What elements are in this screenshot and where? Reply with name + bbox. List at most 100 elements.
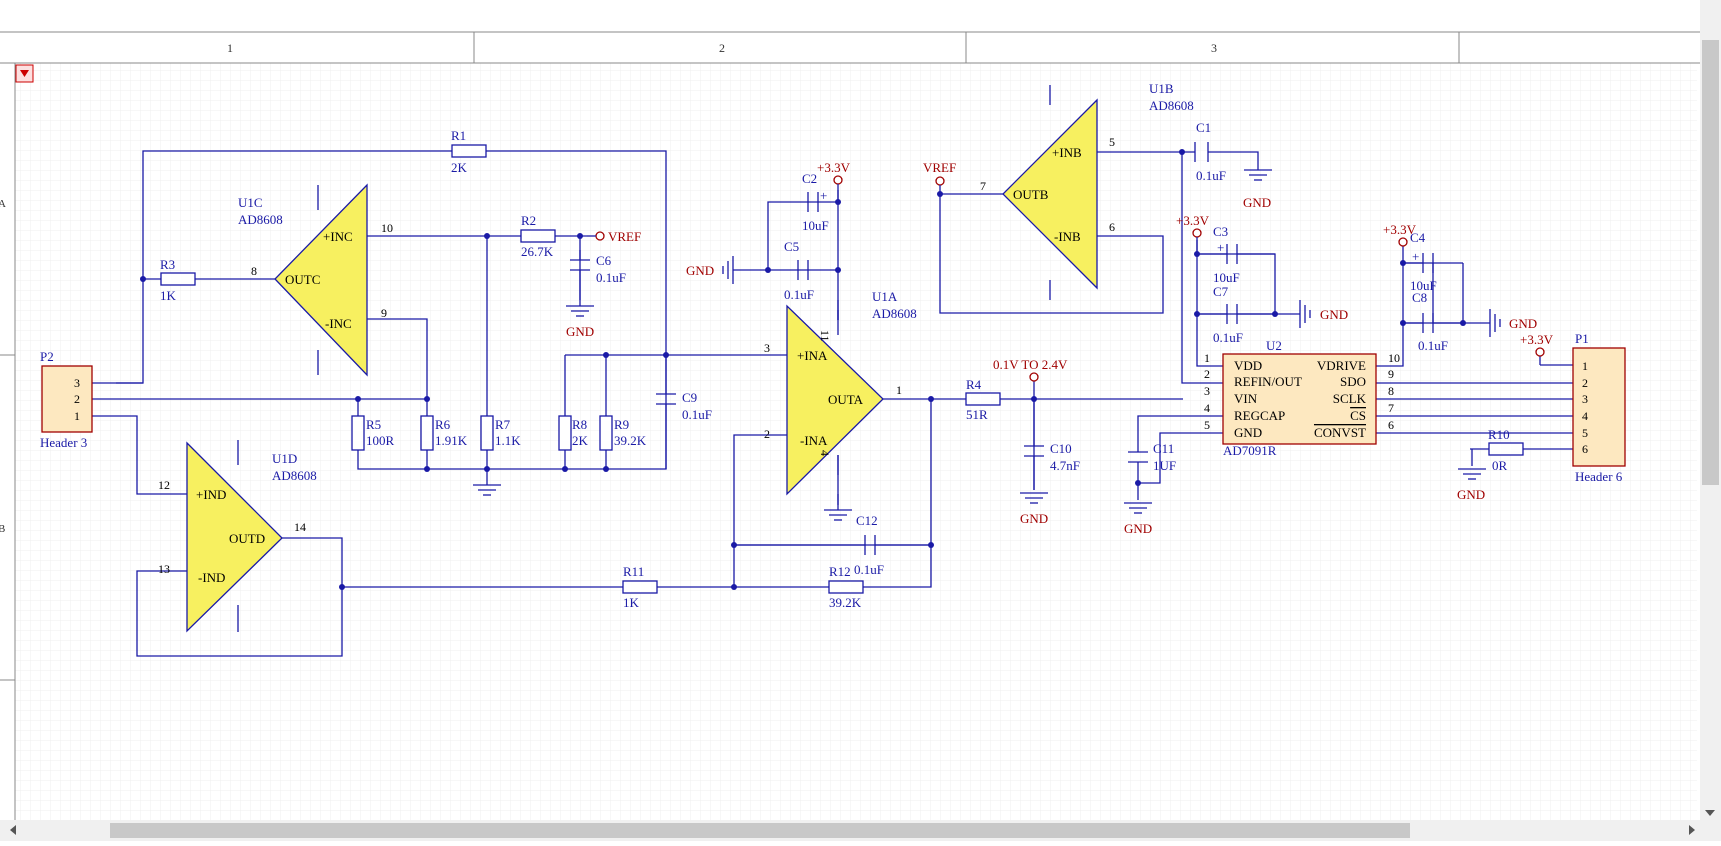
u1a-plus: +INA: [797, 348, 828, 363]
u1c-pin-plus: 10: [381, 221, 393, 235]
scroll-down-icon[interactable]: [1705, 810, 1715, 816]
adc-left-1: REFIN/OUT: [1234, 374, 1302, 389]
u1b-minus: -INB: [1054, 229, 1081, 244]
adc-pin-r10: 10: [1388, 351, 1400, 365]
r5-val: 100R: [366, 433, 395, 448]
vertical-scroll-thumb[interactable]: [1702, 40, 1719, 485]
u1b-pin-out: 7: [980, 179, 986, 193]
u1b-pin-minus: 6: [1109, 220, 1115, 234]
resistor-r1[interactable]: R1 2K: [451, 128, 487, 175]
adc-pin-r7: 7: [1388, 401, 1394, 415]
r7-ref: R7: [495, 417, 511, 432]
opamp-u1d[interactable]: +IND -IND OUTD U1D AD8608 12 13 14: [158, 440, 317, 633]
gnd-label-r10: GND: [1457, 487, 1485, 502]
capacitor-labels: C1 0.1uF C2 10uF + C3 10uF + C4 10uF + C…: [596, 120, 1448, 577]
r3-val: 1K: [160, 288, 177, 303]
r2-ref: R2: [521, 213, 536, 228]
c7-ref: C7: [1213, 284, 1229, 299]
range-label: 0.1V TO 2.4V: [993, 357, 1068, 372]
adc-pin-r8: 8: [1388, 384, 1394, 398]
resistor-r3[interactable]: R3 1K: [160, 257, 196, 303]
u1d-pin-out: 14: [294, 520, 306, 534]
adc-pin-l1: 1: [1204, 351, 1210, 365]
u1a-minus: -INA: [800, 433, 828, 448]
capacitor-leads: [579, 250, 1464, 546]
v33-label-c4: +3.3V: [1383, 222, 1417, 237]
c4-ref: C4: [1410, 230, 1426, 245]
u1c-pin-out: 8: [251, 264, 257, 278]
adc-pin-r6: 6: [1388, 418, 1394, 432]
c1-ref: C1: [1196, 120, 1211, 135]
horizontal-scroll-thumb[interactable]: [110, 823, 1410, 838]
r9-val: 39.2K: [614, 433, 647, 448]
p2-ref: P2: [40, 349, 54, 364]
u1a-ref: U1A: [872, 289, 898, 304]
adc-pin-l5: 5: [1204, 418, 1210, 432]
r9-ref: R9: [614, 417, 629, 432]
resistor-r6[interactable]: R6 1.91K: [420, 415, 468, 451]
v33-label-p1: +3.3V: [1520, 332, 1554, 347]
u1a-pin-plus: 3: [764, 341, 770, 355]
adc-u2[interactable]: U2 AD7091R VDD REFIN/OUT VIN REGCAP GND …: [1204, 338, 1400, 458]
header-p2[interactable]: P2 Header 3 3 2 1: [40, 349, 93, 450]
r12-ref: R12: [829, 564, 851, 579]
r12-val: 39.2K: [829, 595, 862, 610]
r8-val: 2K: [572, 433, 589, 448]
c5-val: 0.1uF: [784, 287, 814, 302]
u1a-pin-out: 1: [896, 383, 902, 397]
r8-ref: R8: [572, 417, 587, 432]
c4-val: 10uF: [1410, 278, 1437, 293]
resistor-r8[interactable]: R8 2K: [558, 415, 589, 451]
p1-pin-5: 5: [1582, 426, 1588, 440]
header-p1[interactable]: P1 Header 6 1 2 3 4 5 6: [1572, 331, 1626, 484]
adc-right-2: SCLK: [1333, 391, 1367, 406]
resistor-r2[interactable]: R2 26.7K: [520, 213, 556, 259]
vertical-scrollbar[interactable]: [1700, 0, 1721, 820]
adc-pin-l4: 4: [1204, 401, 1210, 415]
junctions: [140, 149, 1466, 590]
resistor-r5[interactable]: R5 100R: [351, 415, 395, 451]
p2-name: Header 3: [40, 435, 87, 450]
r6-val: 1.91K: [435, 433, 468, 448]
r10-ref: R10: [1488, 427, 1510, 442]
adc-pin-l3: 3: [1204, 384, 1210, 398]
c8-ref: C8: [1412, 290, 1427, 305]
resistor-r12[interactable]: R12 39.2K: [828, 564, 864, 610]
resistor-r10[interactable]: R10 0R: [1488, 427, 1524, 473]
ruler-col-2: 2: [719, 41, 725, 55]
resistor-r7[interactable]: R7 1.1K: [480, 415, 521, 451]
resistor-r11[interactable]: R11 1K: [622, 564, 658, 610]
scroll-right-icon[interactable]: [1689, 825, 1695, 835]
gnd-label-c11: GND: [1124, 521, 1152, 536]
p1-pin-6: 6: [1582, 442, 1588, 456]
c8-val: 0.1uF: [1418, 338, 1448, 353]
r4-ref: R4: [966, 377, 982, 392]
resistor-r4[interactable]: R4 51R: [965, 377, 1001, 422]
sheet-grid: [15, 63, 1697, 821]
u1a-pin-g: 4: [818, 450, 832, 456]
adc-left-0: VDD: [1234, 358, 1262, 373]
sheet-marker-icon: [20, 70, 29, 77]
opamp-u1c[interactable]: +INC -INC OUTC U1C AD8608 10 9 8: [238, 183, 393, 377]
opamp-u1b[interactable]: +INB -INB OUTB U1B AD8608 5 6 7: [980, 81, 1194, 300]
resistor-r9[interactable]: R9 39.2K: [599, 415, 647, 451]
opamp-u1a[interactable]: +INA -INA OUTA U1A AD8608 3 2 1 11 4: [764, 289, 917, 496]
u1b-pin-plus: 5: [1109, 135, 1115, 149]
vref-label-r2: VREF: [608, 229, 641, 244]
horizontal-scrollbar[interactable]: [0, 820, 1721, 841]
ruler-row-a: A: [0, 198, 6, 210]
c2-ref: C2: [802, 171, 817, 186]
r4-val: 51R: [966, 407, 988, 422]
adc-right-4: CONVST: [1314, 425, 1366, 440]
top-ruler: 1 2 3: [0, 31, 1700, 64]
c1-val: 0.1uF: [1196, 168, 1226, 183]
adc-pin-r9: 9: [1388, 367, 1394, 381]
gnd-label-c7: GND: [1320, 307, 1348, 322]
c3-val: 10uF: [1213, 270, 1240, 285]
c10-val: 4.7nF: [1050, 458, 1080, 473]
u1d-minus: -IND: [198, 570, 225, 585]
scroll-left-icon[interactable]: [10, 825, 16, 835]
c11-val: 1UF: [1153, 458, 1176, 473]
p2-pin-2: 2: [74, 392, 80, 406]
